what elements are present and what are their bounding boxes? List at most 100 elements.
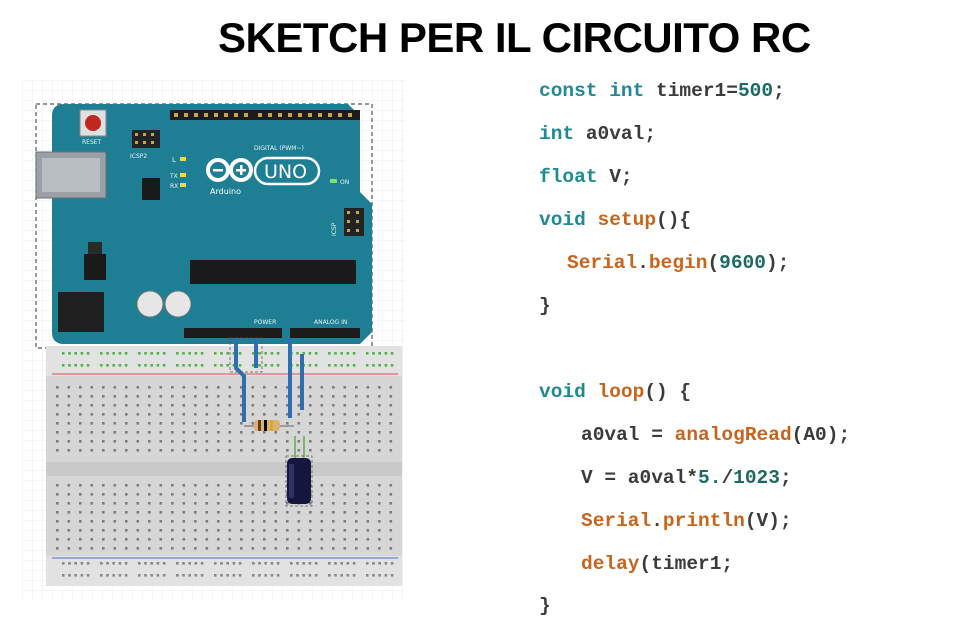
breadboard-hole bbox=[263, 431, 266, 434]
breadboard-hole bbox=[355, 484, 358, 487]
breadboard-hole bbox=[366, 413, 370, 416]
code-token: V; bbox=[609, 166, 633, 188]
capacitor-selection-outline bbox=[285, 455, 313, 507]
code-line: V = a0val*5./1023; bbox=[539, 467, 792, 489]
breadboard-hole bbox=[150, 352, 153, 355]
breadboard-hole bbox=[276, 562, 280, 565]
breadboard-hole bbox=[79, 440, 82, 443]
breadboard-hole bbox=[102, 529, 105, 532]
breadboard-hole bbox=[148, 413, 151, 416]
breadboard-hole bbox=[274, 529, 278, 532]
breadboard-hole bbox=[366, 440, 370, 443]
breadboard-hole bbox=[220, 574, 223, 577]
breadboard-hole bbox=[176, 364, 179, 367]
code-token: int bbox=[539, 123, 586, 145]
breadboard-hole bbox=[240, 538, 243, 541]
breadboard-hole bbox=[286, 502, 289, 505]
breadboard-hole bbox=[332, 529, 335, 532]
breadboard-hole bbox=[332, 404, 335, 407]
breadboard-hole bbox=[378, 449, 381, 452]
breadboard-hole bbox=[309, 520, 312, 523]
breadboard-hole bbox=[334, 574, 337, 577]
breadboard-hole bbox=[251, 386, 255, 389]
breadboard-hole bbox=[328, 364, 331, 367]
breadboard-hole bbox=[320, 484, 324, 487]
breadboard-hole bbox=[182, 562, 185, 565]
breadboard-hole bbox=[352, 352, 356, 355]
breadboard-hole bbox=[113, 440, 117, 443]
code-token: a0val = bbox=[581, 424, 675, 446]
breadboard-hole bbox=[314, 574, 318, 577]
breadboard-hole bbox=[378, 511, 381, 514]
breadboard-hole bbox=[171, 422, 174, 425]
breadboard-hole bbox=[56, 547, 59, 550]
breadboard-hole bbox=[343, 538, 347, 541]
breadboard-hole bbox=[159, 404, 163, 407]
breadboard-hole bbox=[228, 484, 232, 487]
breadboard-hole bbox=[182, 386, 186, 389]
breadboard-hole bbox=[240, 547, 243, 550]
breadboard-hole bbox=[389, 538, 393, 541]
usb-connector-inner bbox=[42, 158, 100, 192]
breadboard-hole bbox=[263, 520, 266, 523]
breadboard-hole bbox=[67, 538, 71, 541]
breadboard-hole bbox=[205, 538, 209, 541]
breadboard-hole bbox=[309, 529, 312, 532]
breadboard-hole bbox=[74, 352, 77, 355]
breadboard-hole bbox=[390, 364, 394, 367]
breadboard-hole bbox=[56, 493, 59, 496]
breadboard-hole bbox=[320, 440, 324, 443]
breadboard-hole bbox=[136, 449, 140, 452]
breadboard-hole bbox=[106, 364, 109, 367]
breadboard-hole bbox=[286, 511, 289, 514]
breadboard-hole bbox=[182, 547, 186, 550]
breadboard-hole bbox=[389, 529, 393, 532]
resistor bbox=[244, 420, 294, 431]
breadboard-hole bbox=[67, 502, 71, 505]
breadboard-hole bbox=[352, 562, 356, 565]
breadboard-hole bbox=[100, 562, 103, 565]
breadboard-hole bbox=[205, 440, 209, 443]
breadboard-hole bbox=[355, 529, 358, 532]
breadboard-hole bbox=[366, 386, 370, 389]
code-token: (timer1; bbox=[639, 553, 734, 575]
breadboard-hole bbox=[240, 422, 243, 425]
breadboard-hole bbox=[67, 511, 71, 514]
breadboard-hole bbox=[67, 547, 71, 550]
breadboard-hole bbox=[251, 502, 255, 505]
code-token: setup bbox=[597, 209, 657, 231]
top-power-rail bbox=[46, 346, 402, 376]
breadboard-hole bbox=[125, 511, 128, 514]
breadboard-hole bbox=[62, 562, 65, 565]
breadboard-hole bbox=[343, 431, 347, 434]
tx-led bbox=[180, 173, 186, 177]
breadboard-hole bbox=[320, 395, 324, 398]
breadboard-hole bbox=[286, 538, 289, 541]
code-line: int a0val; bbox=[539, 123, 656, 145]
breadboard-hole bbox=[274, 449, 278, 452]
breadboard bbox=[46, 346, 402, 586]
breadboard-hole bbox=[226, 574, 229, 577]
breadboard-hole bbox=[240, 529, 243, 532]
breadboard-hole bbox=[113, 538, 117, 541]
reset-button-cap bbox=[85, 115, 101, 131]
breadboard-hole bbox=[226, 562, 229, 565]
breadboard-hole bbox=[309, 422, 312, 425]
breadboard-hole bbox=[194, 538, 197, 541]
breadboard-hole bbox=[217, 502, 220, 505]
breadboard-hole bbox=[102, 404, 105, 407]
breadboard-hole bbox=[355, 493, 358, 496]
breadboard-hole bbox=[352, 574, 356, 577]
breadboard-hole bbox=[217, 520, 220, 523]
breadboard-hole bbox=[297, 395, 301, 398]
breadboard-hole bbox=[156, 352, 160, 355]
breadboard-hole bbox=[297, 538, 301, 541]
breadboard-hole bbox=[74, 364, 77, 367]
breadboard-hole bbox=[297, 404, 301, 407]
code-token: } bbox=[539, 595, 551, 617]
breadboard-hole bbox=[217, 493, 220, 496]
breadboard-hole bbox=[346, 562, 350, 565]
breadboard-hole bbox=[112, 562, 115, 565]
breadboard-hole bbox=[355, 520, 358, 523]
code-token: analogRead bbox=[674, 424, 792, 446]
